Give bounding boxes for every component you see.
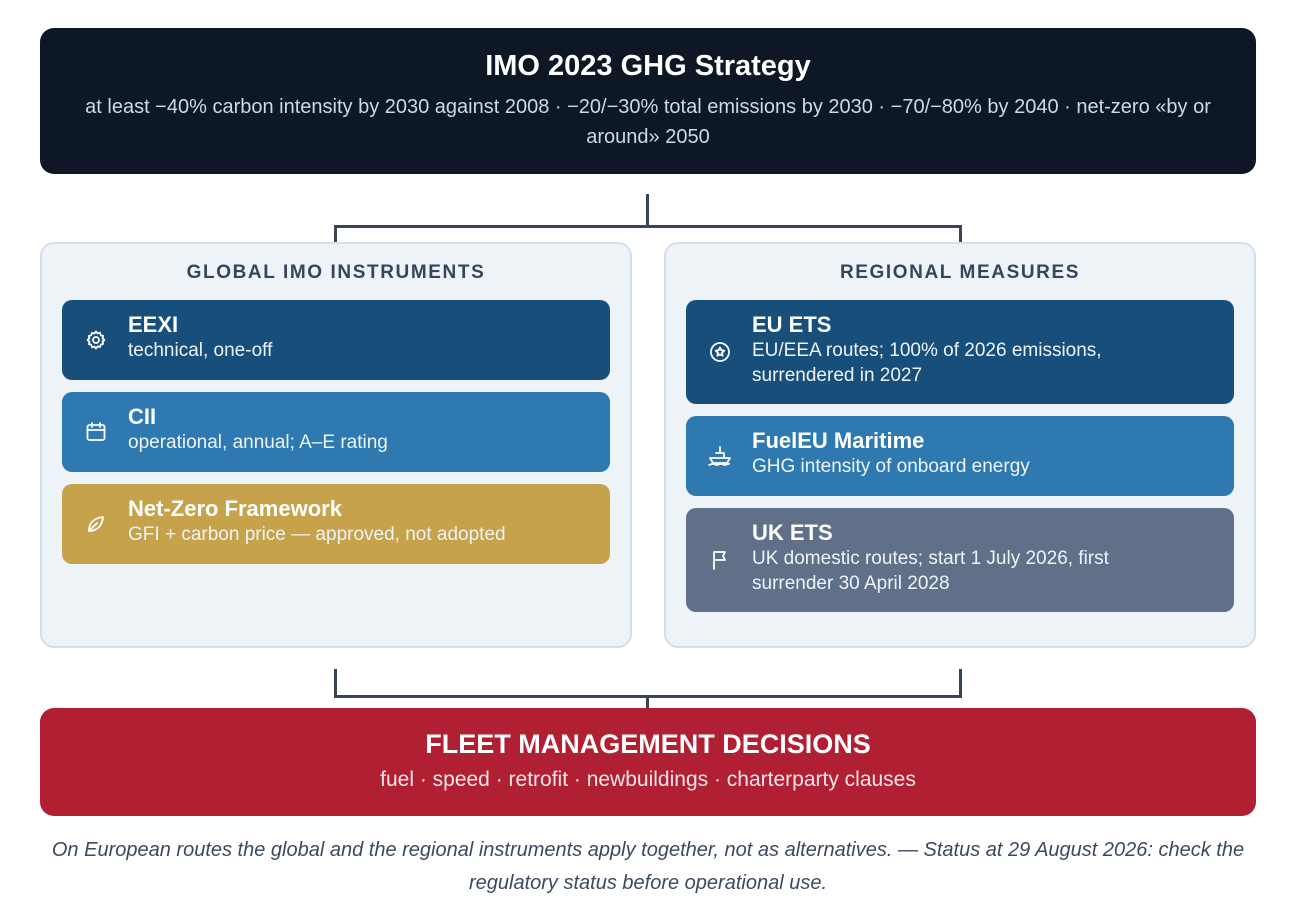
star-circle-icon xyxy=(706,338,734,366)
strategy-targets: at least −40% carbon intensity by 2030 a… xyxy=(85,96,1211,148)
connector-bottom-stem xyxy=(646,695,649,709)
eexi-text: technical, one-off xyxy=(128,340,273,361)
regional-measures-panel: REGIONAL MEASURES EU ETS EU/EEA routes; … xyxy=(664,242,1256,648)
card-eu-ets: EU ETS EU/EEA routes; 100% of 2026 emiss… xyxy=(686,300,1234,404)
connector-top-bar xyxy=(334,225,962,228)
fleet-decisions-title: FLEET MANAGEMENT DECISIONS xyxy=(425,729,871,759)
flag-icon xyxy=(706,546,734,574)
ship-icon xyxy=(706,442,734,470)
uk-ets-title: UK ETS xyxy=(752,520,833,545)
global-panel-title: GLOBAL IMO INSTRUMENTS xyxy=(186,262,486,283)
uk-ets-text: UK domestic routes; start 1 July 2026, f… xyxy=(752,548,1109,594)
strategy-title: IMO 2023 GHG Strategy xyxy=(485,50,811,82)
fleet-decisions-box: FLEET MANAGEMENT DECISIONS fuel · speed … xyxy=(40,708,1256,816)
leaf-icon xyxy=(82,510,110,538)
footnote: On European routes the global and the re… xyxy=(51,839,1245,894)
card-net-zero-framework: Net-Zero Framework GFI + carbon price — … xyxy=(62,484,610,564)
connector-bottom-right-rise xyxy=(959,669,962,698)
connector-bottom-left-rise xyxy=(334,669,337,698)
eexi-title: EEXI xyxy=(128,312,179,337)
card-cii: CII operational, annual; A–E rating xyxy=(62,392,610,472)
strategy-header: IMO 2023 GHG Strategy at least −40% carb… xyxy=(40,28,1256,174)
net-zero-text: GFI + carbon price — approved, not adopt… xyxy=(128,524,506,545)
calendar-icon xyxy=(82,418,110,446)
connector-top-left-drop xyxy=(334,225,337,243)
cii-text: operational, annual; A–E rating xyxy=(128,432,388,453)
connector-top-right-drop xyxy=(959,225,962,243)
cii-title: CII xyxy=(128,404,157,429)
connector-top-stem xyxy=(646,194,649,226)
fueleu-text: GHG intensity of onboard energy xyxy=(752,456,1030,477)
global-instruments-panel: GLOBAL IMO INSTRUMENTS EEXI technical, o… xyxy=(40,242,632,648)
net-zero-title: Net-Zero Framework xyxy=(128,496,342,521)
card-eexi: EEXI technical, one-off xyxy=(62,300,610,380)
fleet-decisions-levers: fuel · speed · retrofit · newbuildings ·… xyxy=(380,768,916,791)
eu-ets-title: EU ETS xyxy=(752,312,832,337)
regional-panel-title: REGIONAL MEASURES xyxy=(839,262,1081,283)
card-fueleu-maritime: FuelEU Maritime GHG intensity of onboard… xyxy=(686,416,1234,496)
gear-icon xyxy=(82,326,110,354)
eu-ets-text: EU/EEA routes; 100% of 2026 emissions, s… xyxy=(752,340,1102,386)
card-uk-ets: UK ETS UK domestic routes; start 1 July … xyxy=(686,508,1234,612)
fueleu-title: FuelEU Maritime xyxy=(752,428,925,453)
